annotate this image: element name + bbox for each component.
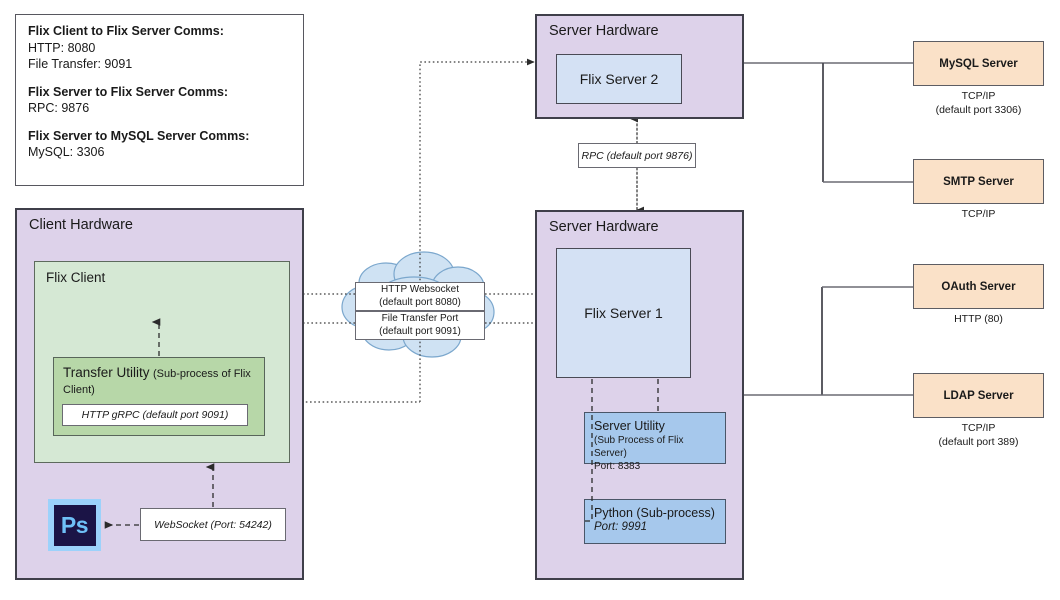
file-transfer-line1: File Transfer Port: [381, 313, 459, 324]
flix-server-2-label: Flix Server 2: [579, 71, 659, 87]
legend-head-2: Flix Server to MySQL Server Comms:: [28, 128, 250, 143]
photoshop-icon: Ps: [48, 499, 101, 551]
legend-line-0-0: HTTP: 8080: [28, 40, 96, 55]
python-subprocess-box: Python (Sub-process) Port: 9991: [584, 499, 726, 544]
mysql-server-box: MySQL Server: [913, 41, 1044, 86]
smtp-server-label: SMTP Server: [943, 175, 1014, 188]
smtp-server-caption: TCP/IP: [913, 208, 1044, 222]
server-utility-box: Server Utility (Sub Process of Flix Serv…: [584, 412, 726, 472]
flix-client-title: Flix Client: [46, 270, 106, 285]
server-hardware-1-title: Server Hardware: [549, 219, 659, 235]
server-utility-port: Port: 8383: [594, 461, 641, 472]
transfer-utility-text: Transfer Utility (Sub-process of Flix Cl…: [63, 365, 255, 398]
http-websocket-line1: HTTP Websocket: [381, 284, 459, 295]
websocket-label: WebSocket (Port: 54242): [154, 518, 272, 531]
http-websocket-label-box: HTTP Websocket (default port 8080): [355, 282, 485, 311]
server-utility-title: Server Utility: [594, 419, 665, 433]
file-transfer-line2: (default port 9091): [379, 325, 461, 337]
rpc-label-box: RPC (default port 9876): [578, 143, 696, 168]
python-port: Port: 9991: [594, 521, 648, 533]
flix-server-1-label: Flix Server 1: [584, 305, 663, 321]
smtp-caption-line1: TCP/IP: [961, 208, 996, 220]
ldap-caption-line2: (default port 389): [938, 435, 1019, 448]
grpc-label-box: HTTP gRPC (default port 9091): [62, 404, 248, 426]
oauth-caption-line1: HTTP (80): [954, 313, 1003, 325]
oauth-server-caption: HTTP (80): [913, 313, 1044, 327]
mysql-caption-line1: TCP/IP: [961, 90, 996, 102]
ldap-server-box: LDAP Server: [913, 373, 1044, 418]
oauth-server-label: OAuth Server: [941, 280, 1016, 293]
mysql-server-caption: TCP/IP (default port 3306): [913, 90, 1044, 117]
ldap-caption-line1: TCP/IP: [961, 422, 996, 434]
legend-line-2-0: MySQL: 3306: [28, 145, 105, 159]
ldap-server-caption: TCP/IP (default port 389): [913, 422, 1044, 449]
legend-head-0: Flix Client to Flix Server Comms:: [28, 24, 224, 38]
ldap-server-label: LDAP Server: [943, 389, 1014, 402]
python-title: Python (Sub-process): [594, 506, 715, 520]
server-hardware-2-title: Server Hardware: [549, 23, 659, 39]
transfer-utility-subtitle: (Sub-process of Flix Client): [63, 368, 251, 396]
grpc-label: HTTP gRPC (default port 9091): [81, 409, 229, 421]
mysql-server-label: MySQL Server: [939, 57, 1018, 70]
transfer-utility-title: Transfer Utility: [63, 365, 150, 380]
file-transfer-label-box: File Transfer Port (default port 9091): [355, 311, 485, 340]
flix-server-2-box: Flix Server 2: [556, 54, 682, 104]
rpc-label: RPC (default port 9876): [581, 149, 693, 162]
legend-line-0-1: File Transfer: 9091: [28, 57, 133, 71]
legend-head-1: Flix Server to Flix Server Comms:: [28, 84, 229, 99]
smtp-server-box: SMTP Server: [913, 159, 1044, 204]
websocket-label-box: WebSocket (Port: 54242): [140, 508, 286, 541]
oauth-server-box: OAuth Server: [913, 264, 1044, 309]
server-utility-subtitle: (Sub Process of Flix Server): [594, 435, 684, 459]
http-websocket-line2: (default port 8080): [379, 296, 461, 308]
ports-legend: Flix Client to Flix Server Comms: HTTP: …: [15, 14, 304, 186]
mysql-caption-line2: (default port 3306): [935, 103, 1022, 116]
client-hardware-title: Client Hardware: [29, 217, 133, 233]
legend-line-1-0: RPC: 9876: [28, 101, 90, 115]
flix-server-1-box: Flix Server 1: [556, 248, 691, 378]
photoshop-icon-text: Ps: [53, 504, 96, 546]
